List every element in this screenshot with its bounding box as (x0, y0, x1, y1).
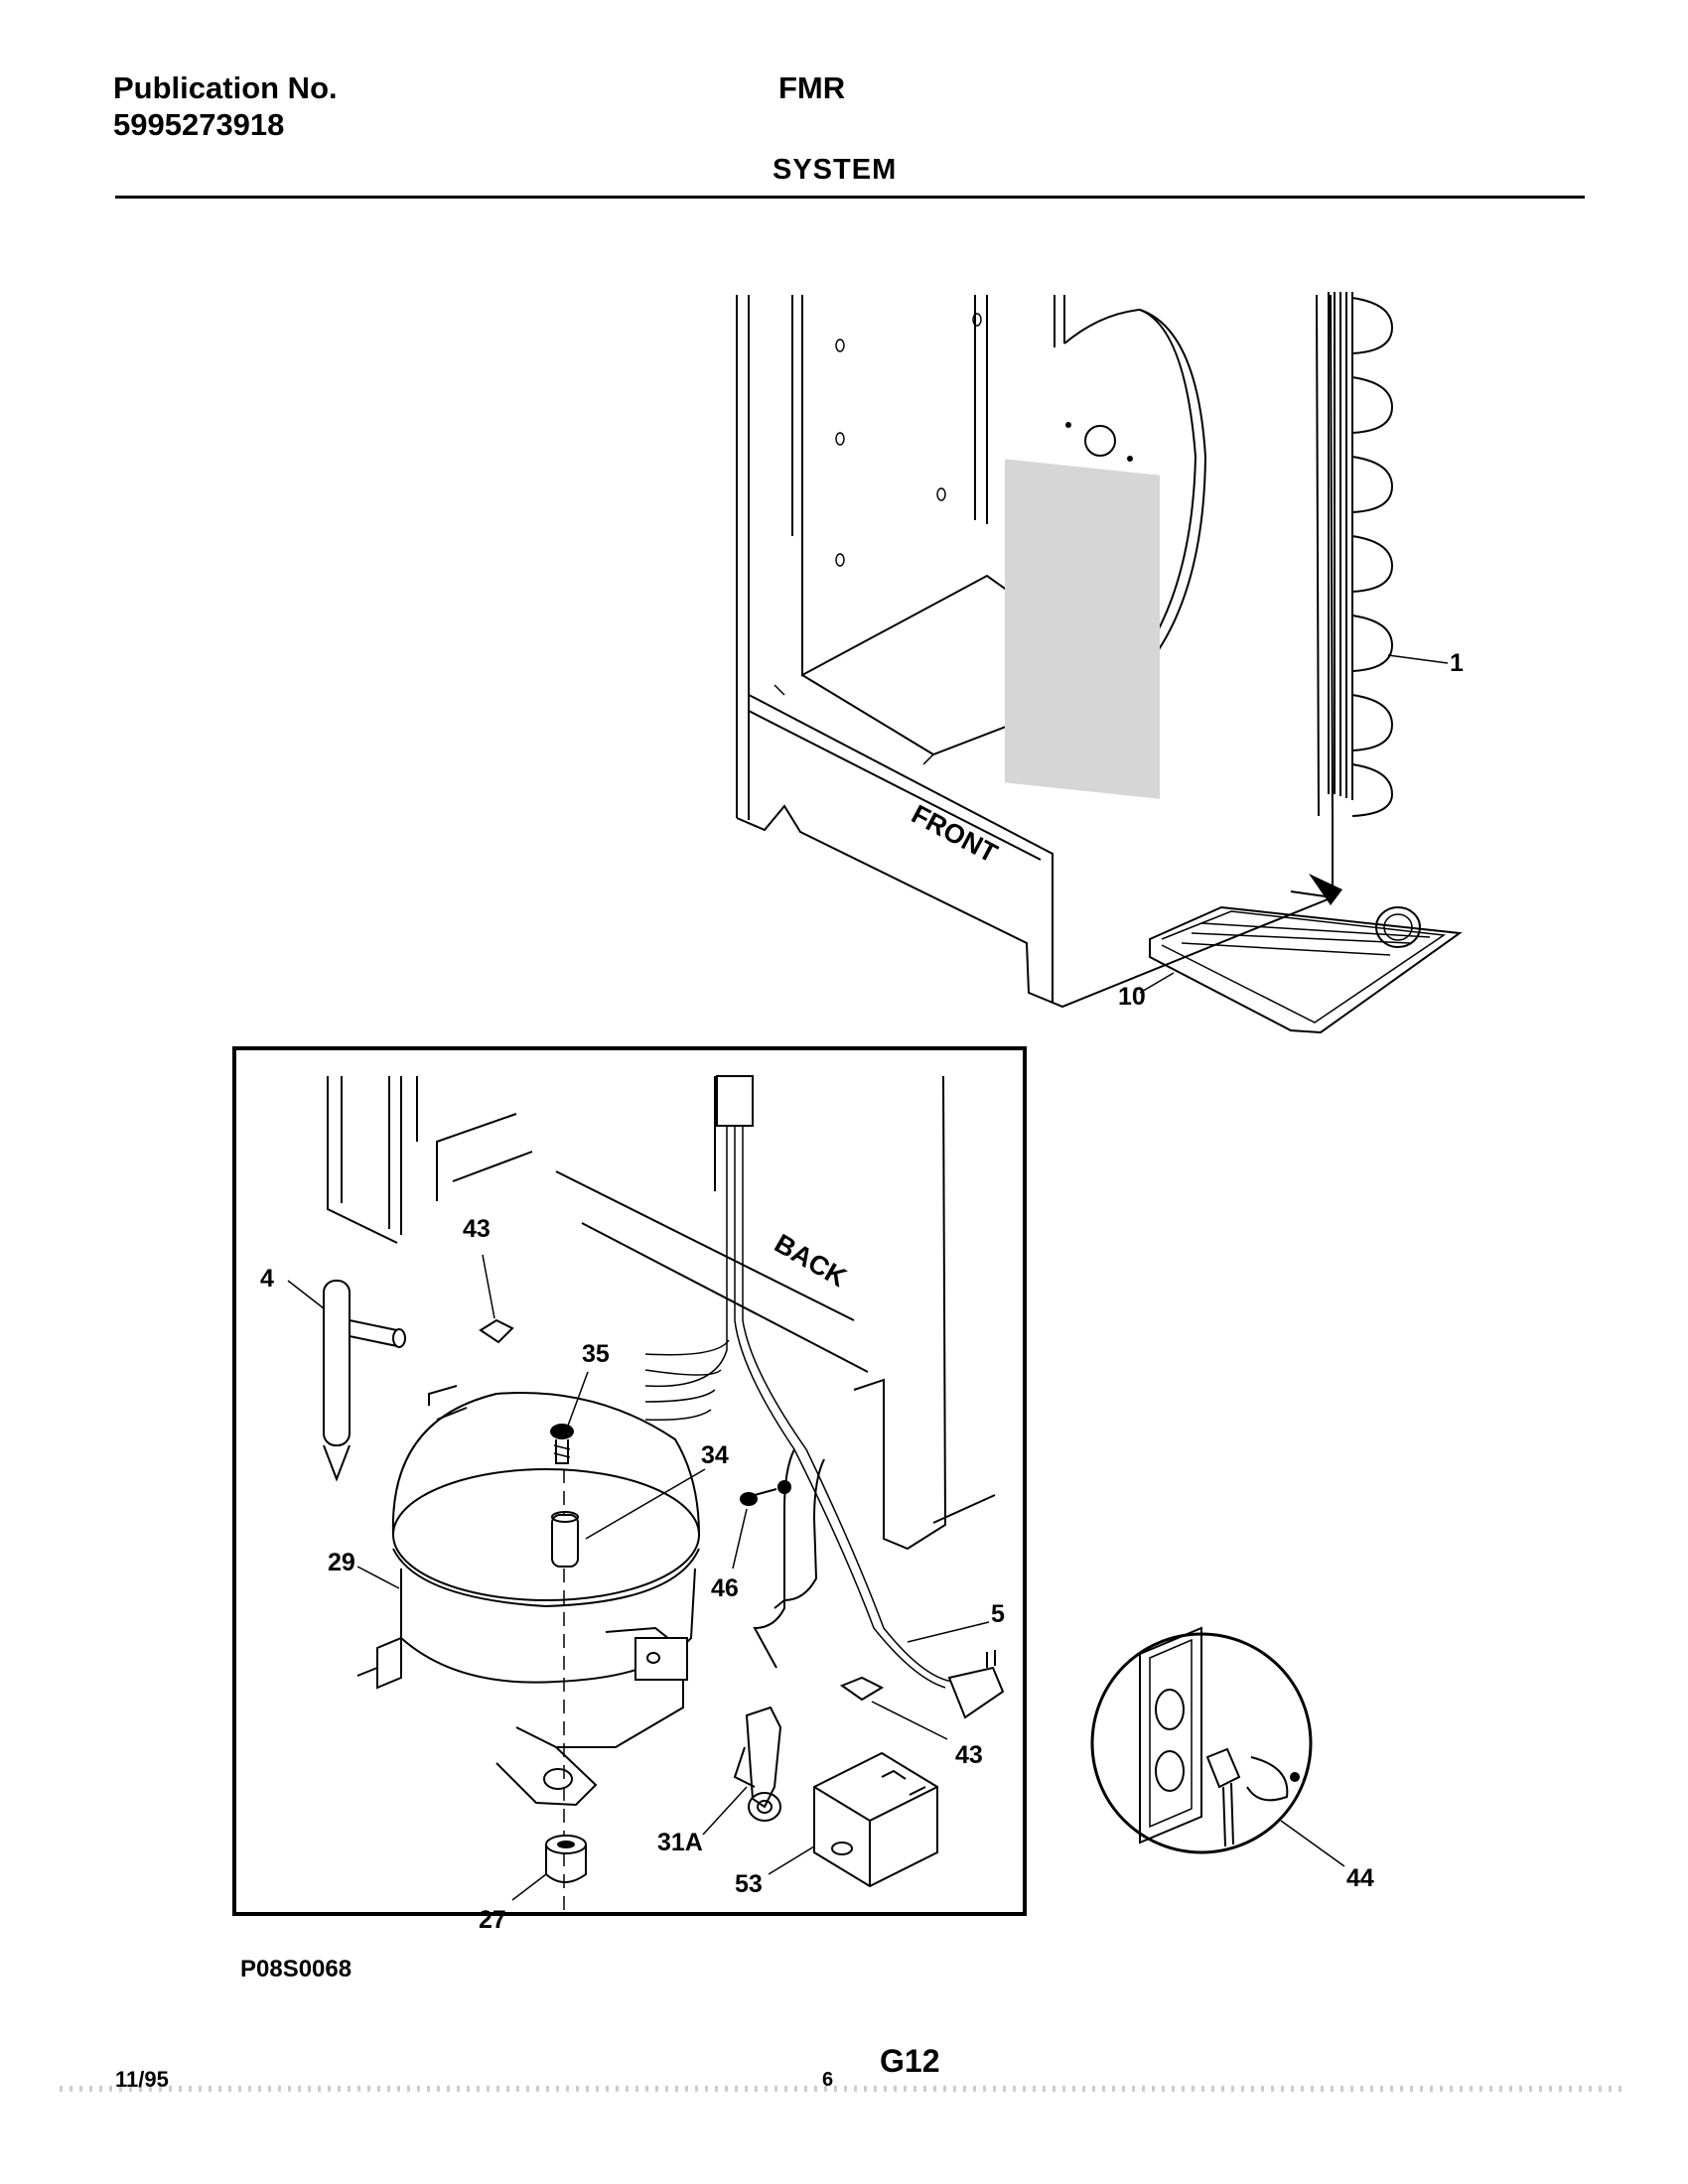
clip-lower (839, 1676, 885, 1702)
compressor-detail-frame (232, 1046, 1027, 1916)
callout-outlet-detail: 44 (1346, 1864, 1374, 1892)
condenser-coils (1328, 292, 1449, 817)
leader-drain-pan (1139, 972, 1175, 994)
callout-clip-upper: 43 (463, 1215, 491, 1243)
drawing-code: P08S0068 (240, 1956, 352, 1982)
callout-relay: 31A (657, 1829, 703, 1856)
callout-compressor: 29 (328, 1549, 355, 1576)
compressor (356, 1385, 700, 1807)
screw-46 (732, 1480, 791, 1570)
footer-group-code: G12 (880, 2043, 940, 2079)
callout-filter-drier: 4 (260, 1265, 274, 1293)
drain-pan-tubing (1139, 874, 1463, 1034)
filter-drier (287, 1280, 406, 1482)
callout-grommet-27: 27 (479, 1906, 506, 1934)
compressor-assembly: BACK 4 43 29 (260, 1075, 1005, 1934)
screw-holes (835, 313, 1133, 567)
leader-condenser (1387, 654, 1449, 664)
outlet-detail (1090, 1626, 1345, 1867)
footer-page-number: 6 (822, 2069, 834, 2091)
front-label: FRONT (907, 799, 1003, 869)
section-title: SYSTEM (773, 154, 898, 186)
publication-number: 5995273918 (113, 107, 285, 142)
callout-drain-pan: 10 (1118, 983, 1146, 1011)
screw-35 (550, 1371, 589, 1464)
airflow-arrow (1309, 874, 1342, 905)
callout-screw-35: 35 (582, 1340, 610, 1368)
callout-screw-46: 46 (711, 1574, 739, 1602)
grommet-sleeve (551, 1468, 706, 1568)
cabinet-drawing: FRONT (736, 294, 1334, 1009)
publication-label: Publication No. (113, 70, 338, 105)
power-cord (644, 1075, 1005, 1719)
model-name: FMR (778, 70, 846, 105)
callout-grommet-sleeve: 34 (701, 1441, 729, 1469)
callout-overload-cover: 53 (735, 1870, 763, 1898)
grommet-27 (511, 1835, 587, 1901)
relay (702, 1706, 782, 1836)
callout-power-cord: 5 (991, 1600, 1005, 1628)
header-rule (115, 196, 1585, 199)
callout-condenser: 1 (1450, 649, 1464, 677)
overload-cover (768, 1751, 938, 1888)
clip-upper (479, 1318, 514, 1344)
footer-date: 11/95 (115, 2067, 169, 2092)
insulation-shading (1005, 459, 1160, 799)
callout-clip-lower: 43 (955, 1741, 983, 1769)
